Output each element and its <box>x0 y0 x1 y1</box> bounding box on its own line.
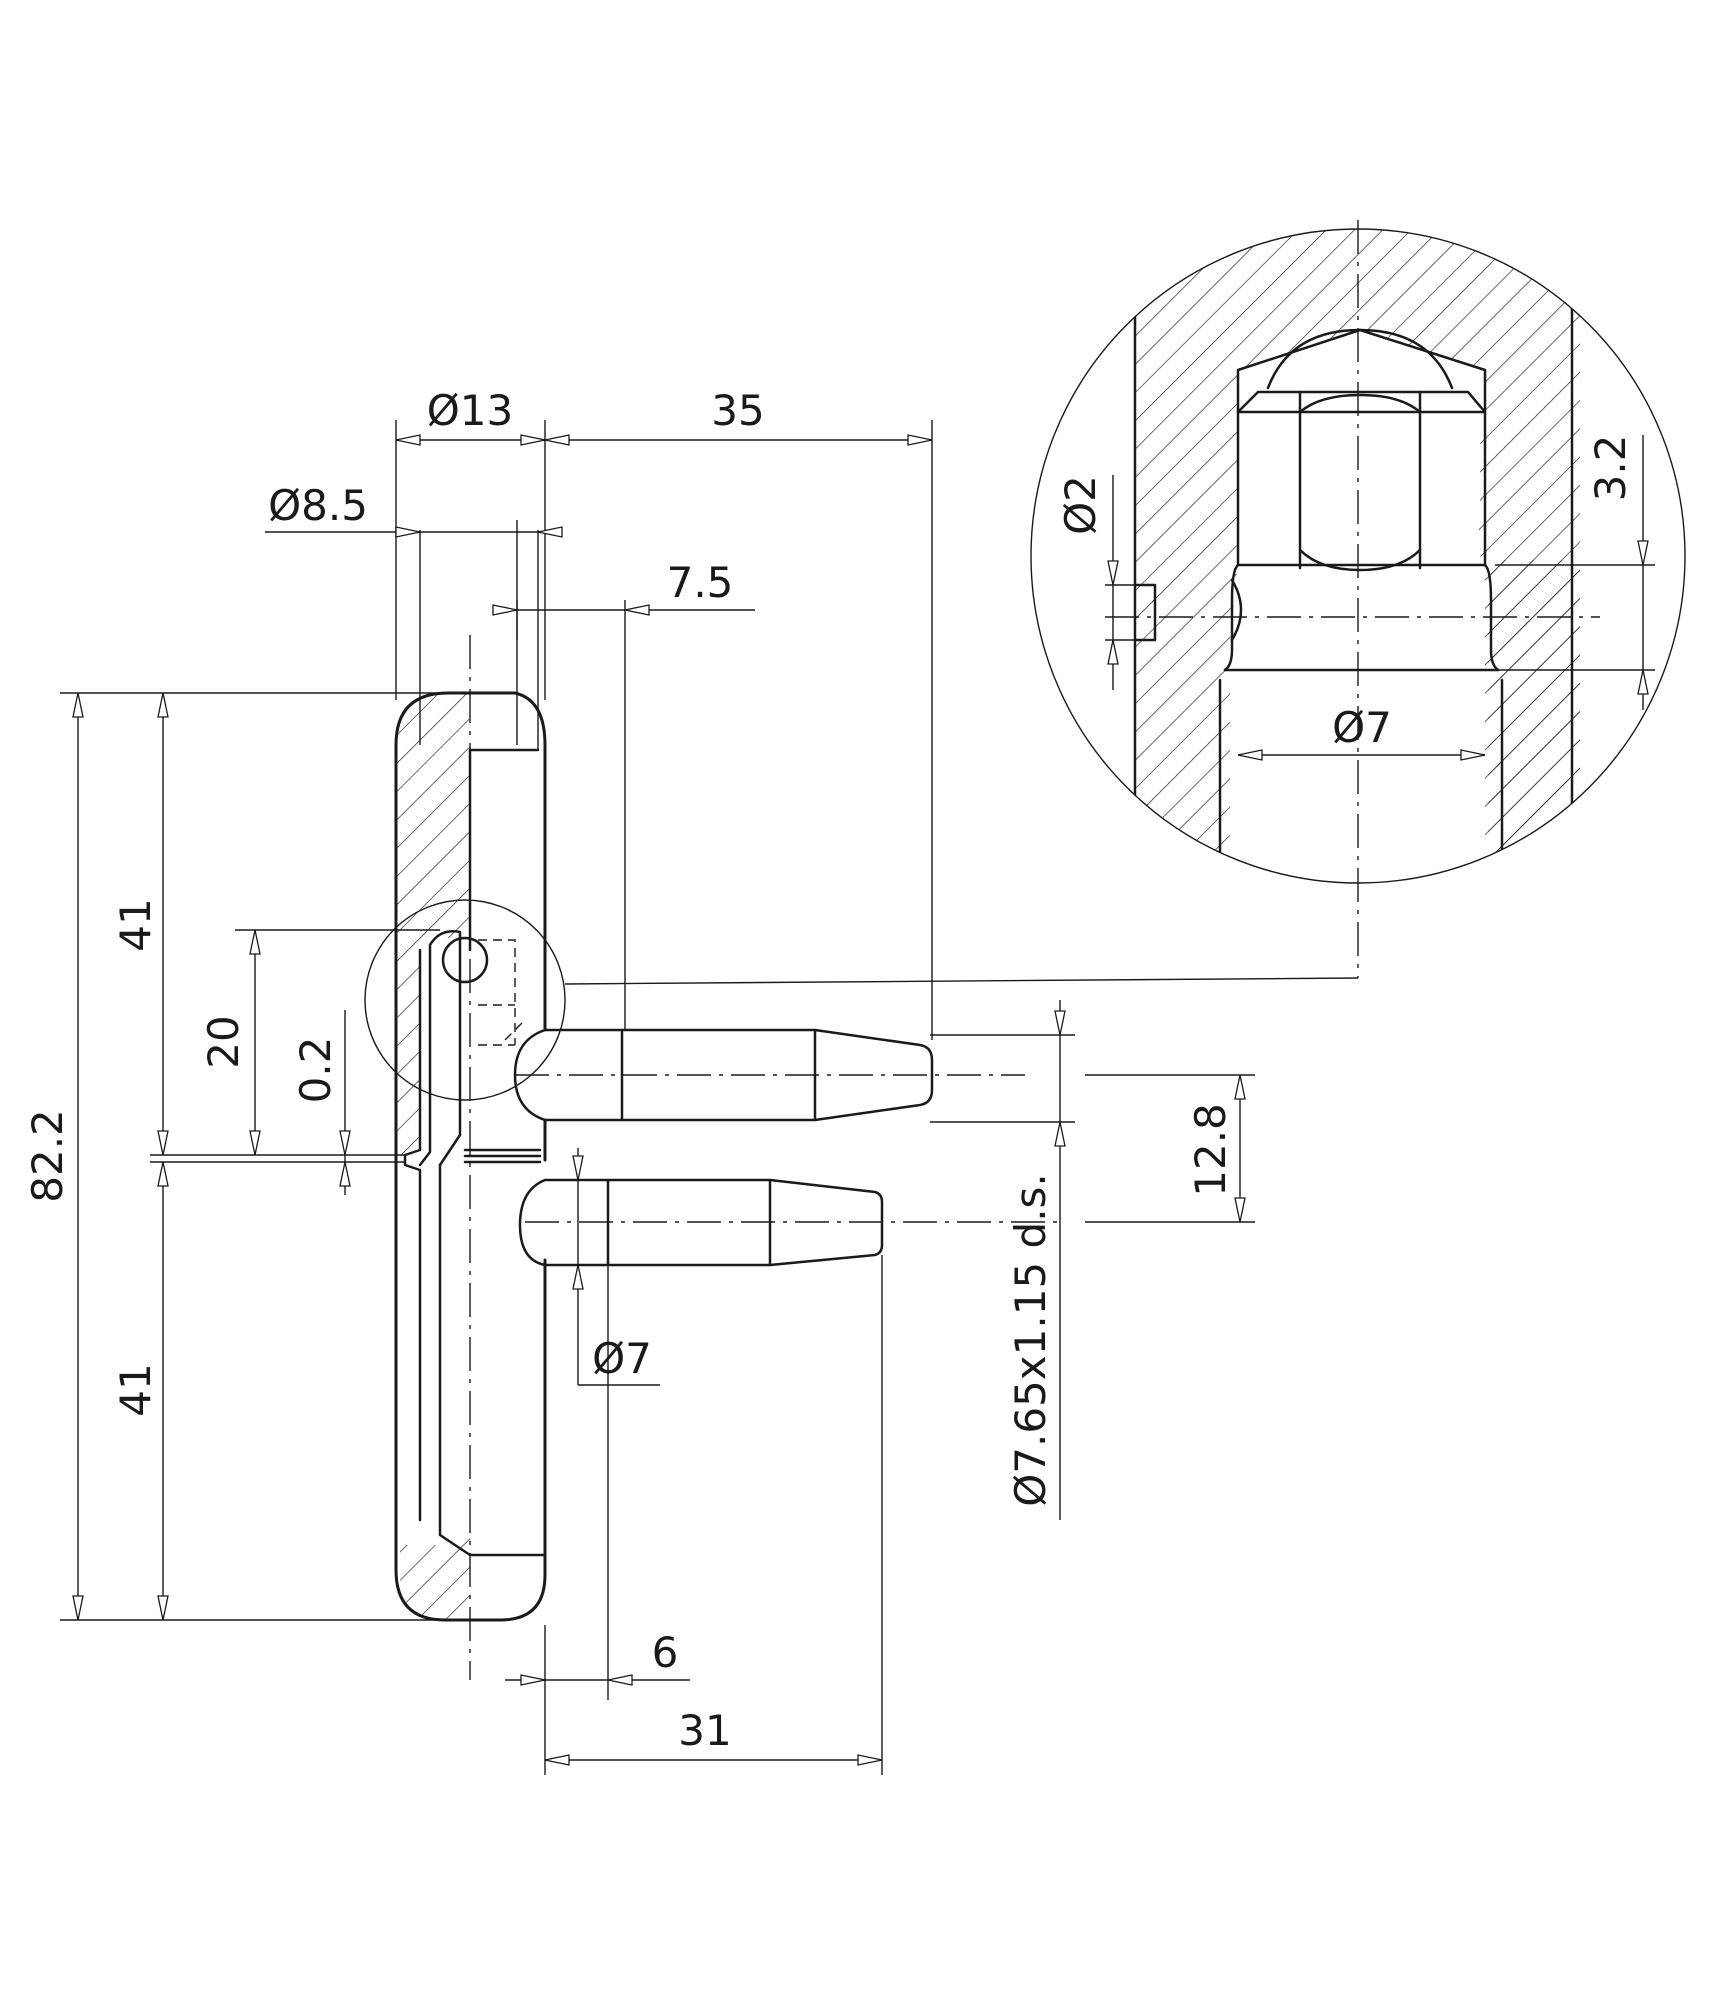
dim-gap: 0.2 <box>291 1037 340 1104</box>
detail-groove-width: 3.2 <box>1586 435 1635 502</box>
upper-bore <box>468 748 540 952</box>
detail-hole-diameter: Ø2 <box>1056 475 1105 535</box>
dim-detail-height: 20 <box>199 1015 248 1068</box>
dimension-lines <box>60 420 1255 1775</box>
dim-pin-diameter: Ø7 <box>592 1334 652 1383</box>
dim-lower-half: 41 <box>111 1363 160 1416</box>
dim-bore-diameter: Ø13 <box>427 386 514 435</box>
dim-pin-reach: 35 <box>711 386 764 435</box>
lower-cap-section <box>400 1535 470 1620</box>
dim-lower-reach: 31 <box>678 1706 731 1755</box>
upper-cap-section <box>396 693 470 1155</box>
detail-leader-line <box>564 977 1359 985</box>
dim-pin-spacing: 12.8 <box>1186 1103 1235 1197</box>
left-wall-inner <box>403 948 422 1522</box>
dim-pin-offset: 7.5 <box>667 558 734 607</box>
detent-ball <box>441 936 489 984</box>
hidden-details <box>478 939 526 1046</box>
middle-sleeve <box>418 930 462 1167</box>
dim-upper-half: 41 <box>111 898 160 951</box>
lower-bore <box>438 1163 547 1557</box>
dimension-labels: Ø13 35 Ø8.5 7.5 82.2 41 41 20 0.2 12.8 Ø… <box>23 386 1635 1755</box>
split-lines <box>463 1148 542 1164</box>
dim-thread: Ø7.65x1.15 d.s. <box>1006 1173 1055 1507</box>
dim-total-height: 82.2 <box>23 1109 72 1203</box>
hinge-body <box>394 691 934 1622</box>
dim-inner-diameter: Ø8.5 <box>268 481 368 530</box>
dim-shoulder: 6 <box>652 1628 679 1677</box>
detail-marker-circle <box>364 899 566 1101</box>
dimension-arrows <box>72 434 1246 1766</box>
detail-boundary <box>1030 228 1686 884</box>
detail-bore-diameter: Ø7 <box>1332 703 1392 752</box>
center-lines <box>469 220 1359 1680</box>
body-outline <box>394 691 547 1622</box>
